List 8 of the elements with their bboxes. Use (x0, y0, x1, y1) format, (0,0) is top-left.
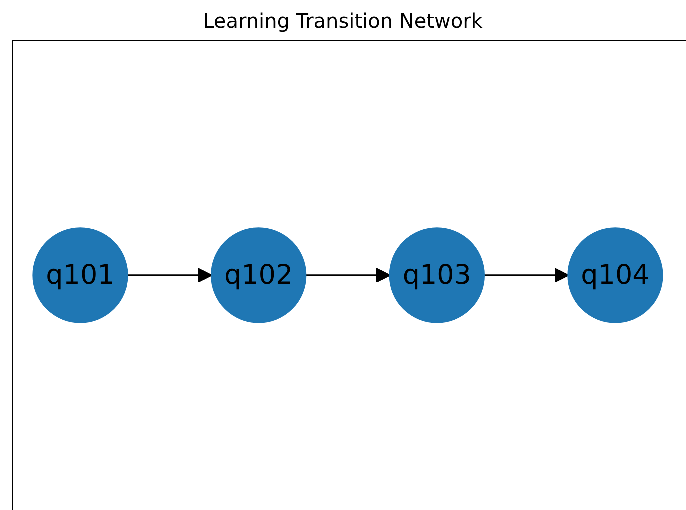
node-circle: q104 (568, 227, 664, 323)
arrow (306, 268, 391, 282)
node-circle: q102 (211, 227, 307, 323)
arrow (484, 268, 570, 282)
arrow (128, 268, 213, 282)
node-circle: q101 (32, 227, 128, 323)
chart-title: Learning Transition Network (202, 8, 484, 35)
node-circle: q103 (389, 227, 485, 323)
